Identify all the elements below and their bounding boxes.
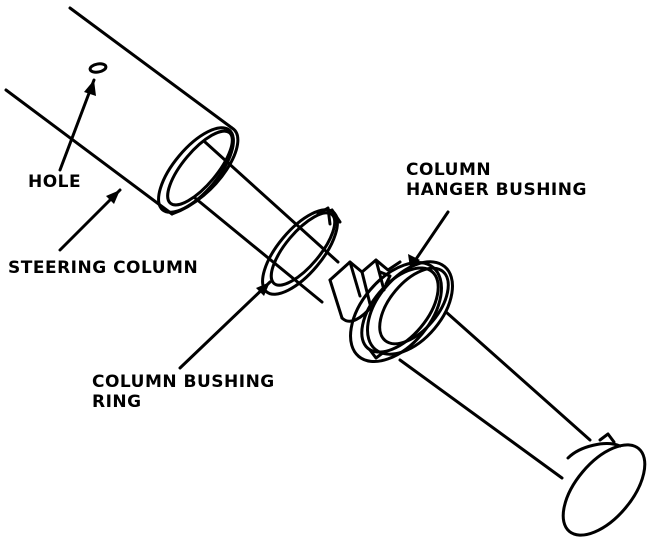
label-ring-line2: RING [92, 392, 142, 412]
leader-hole [58, 78, 96, 172]
label-hole: HOLE [28, 172, 82, 192]
arrow-steering-column [106, 190, 120, 204]
leader-lines [58, 78, 450, 370]
label-column-hanger-bushing: COLUMN HANGER BUSHING [406, 160, 587, 200]
label-ring-line1: COLUMN BUSHING [92, 372, 275, 392]
label-column-bushing-ring: COLUMN BUSHING RING [92, 372, 275, 412]
column-bushing-ring [261, 206, 342, 296]
inner-shaft [193, 140, 592, 480]
arrow-hanger-bushing [408, 254, 420, 268]
leader-bushing-ring [178, 280, 272, 370]
shaft-end [561, 432, 647, 537]
arrow-bushing-ring [256, 282, 270, 296]
label-hanger-line1: COLUMN [406, 160, 492, 180]
hole-marker [88, 62, 108, 74]
arrow-hole [84, 80, 96, 96]
column-hanger-bushing [328, 258, 454, 364]
steering-column-tube [4, 6, 240, 216]
arrowheads [84, 80, 420, 296]
label-steering-column: STEERING COLUMN [8, 258, 199, 278]
label-hanger-line2: HANGER BUSHING [406, 180, 587, 200]
